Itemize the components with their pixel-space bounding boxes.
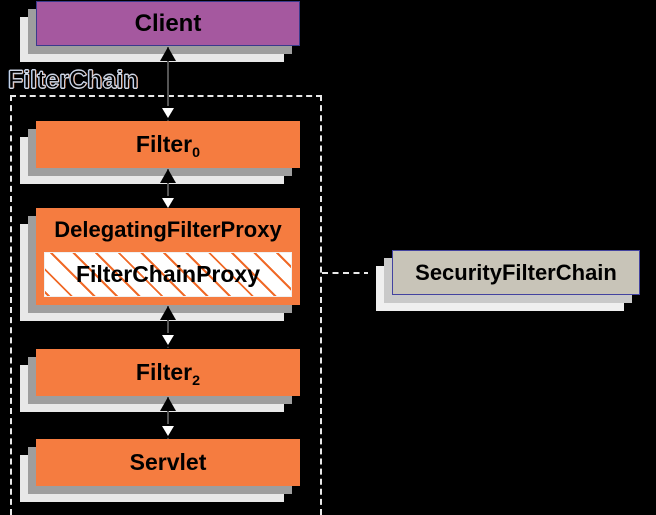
connector-stem bbox=[167, 397, 169, 439]
arrowhead-up-icon bbox=[160, 169, 176, 183]
sfc-face: SecurityFilterChain bbox=[392, 250, 640, 295]
security-filter-chain-label: SecurityFilterChain bbox=[415, 259, 617, 285]
arrowhead-down-inner-icon bbox=[162, 108, 174, 118]
filterchain-group-boundary bbox=[10, 95, 322, 515]
arrowhead-up-icon bbox=[160, 306, 176, 320]
filterchain-group-label: FilterChain bbox=[8, 66, 140, 94]
filter0-label: Filter0 bbox=[135, 131, 201, 161]
filter2-face: Filter2 bbox=[36, 349, 300, 396]
dependency-line-to-security-filter-chain bbox=[322, 272, 370, 274]
connector-stem bbox=[167, 47, 169, 121]
node-filter-2[interactable]: Filter2 bbox=[20, 349, 300, 412]
filter0-face: Filter0 bbox=[36, 121, 300, 168]
arrowhead-down-inner-icon bbox=[162, 426, 174, 436]
dfp-face: DelegatingFilterProxy FilterChainProxy bbox=[36, 208, 300, 305]
node-delegating-filter-proxy[interactable]: DelegatingFilterProxy FilterChainProxy bbox=[20, 208, 300, 321]
filter-chain-proxy-label: FilterChainProxy bbox=[75, 261, 261, 287]
servlet-face: Servlet bbox=[36, 439, 300, 486]
filter2-label: Filter2 bbox=[135, 359, 201, 389]
filter2-subscript: 2 bbox=[192, 372, 201, 389]
connector-stem bbox=[167, 306, 169, 348]
connector-filter2-servlet bbox=[153, 397, 183, 439]
client-label: Client bbox=[134, 9, 202, 37]
arrowhead-up-icon bbox=[160, 47, 176, 61]
hatch-pattern bbox=[45, 253, 291, 296]
filter0-subscript: 0 bbox=[192, 144, 201, 161]
connector-stem bbox=[167, 169, 169, 211]
connector-client-filter0 bbox=[153, 47, 183, 121]
dfp-title-label: DelegatingFilterProxy bbox=[54, 217, 282, 242]
node-client[interactable]: Client bbox=[20, 1, 300, 62]
node-security-filter-chain[interactable]: SecurityFilterChain bbox=[376, 250, 640, 311]
arrowhead-down-inner-icon bbox=[162, 335, 174, 345]
connector-filter0-dfp bbox=[153, 169, 183, 211]
connector-dfp-filter2 bbox=[153, 306, 183, 348]
arrowhead-down-inner-icon bbox=[162, 198, 174, 208]
node-servlet[interactable]: Servlet bbox=[20, 439, 300, 502]
arrowhead-up-icon bbox=[160, 397, 176, 411]
servlet-label: Servlet bbox=[129, 449, 207, 475]
node-filter-chain-proxy[interactable]: FilterChainProxy bbox=[44, 252, 292, 297]
client-face: Client bbox=[36, 1, 300, 46]
node-filter-0[interactable]: Filter0 bbox=[20, 121, 300, 184]
